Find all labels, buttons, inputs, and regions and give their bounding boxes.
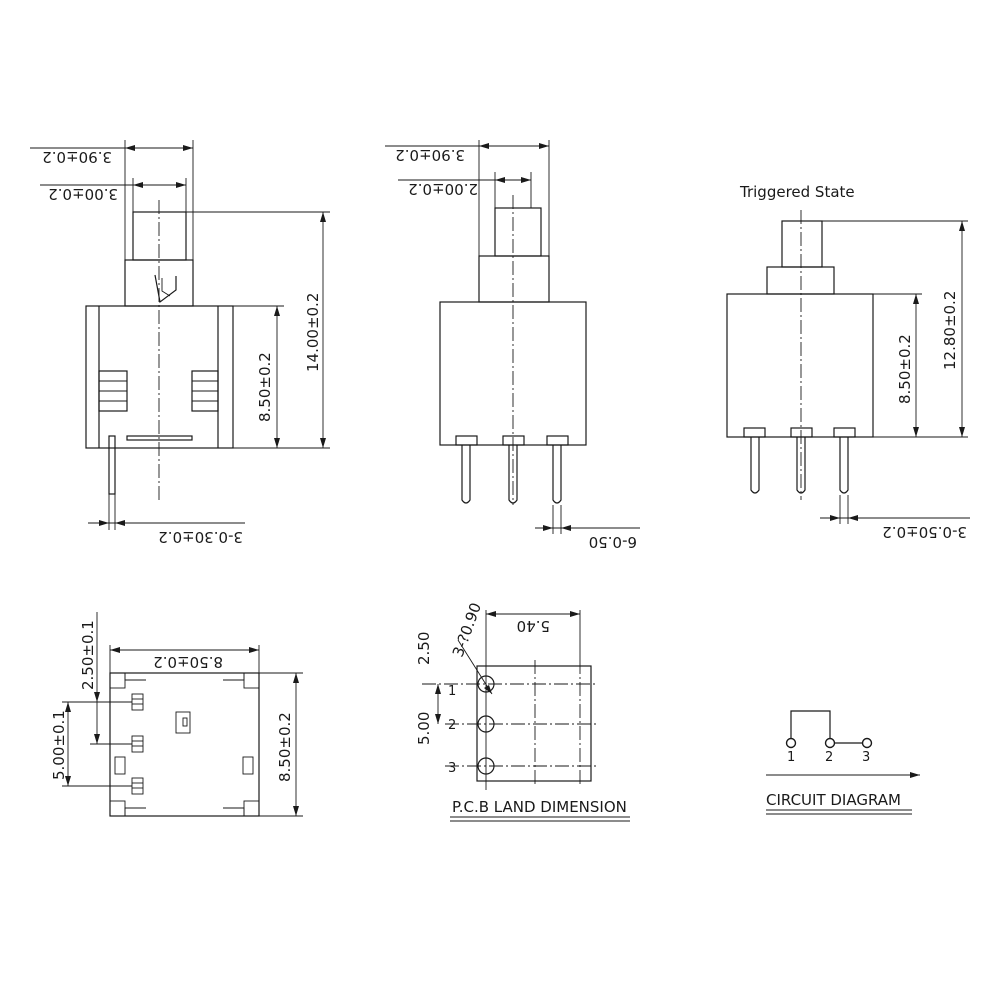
circuit-pin-label-3: 3	[862, 750, 870, 765]
pcb-land-dimension-title: P.C.B LAND DIMENSION	[452, 798, 627, 816]
dimension-triggered-body-height: 8.50±0.2	[873, 293, 922, 437]
dimension-label: 3.90±0.2	[42, 148, 112, 166]
pcb-land-dimension: 1 2 3 5.40 3-?0.90 2.50 5.00 P.C.B LAND …	[415, 600, 630, 822]
circuit-terminal-1	[785, 737, 797, 749]
dimension-label: 8.50±0.2	[153, 653, 223, 671]
dimension-plunger-inner-width-left: 3.00±0.2	[40, 178, 187, 212]
circuit-pin-label-1: 1	[787, 750, 795, 765]
dimension-body-height-left: 8.50±0.2	[233, 305, 284, 448]
pcb-pin-label-2: 2	[448, 718, 456, 733]
front-view-pins	[455, 435, 569, 504]
dimension-label: 3-0.50±0.2	[882, 523, 967, 541]
dimension-label: 5.00±0.1	[50, 710, 68, 780]
dimension-pcb-hole: 3-?0.90	[449, 600, 493, 695]
pcb-holes	[477, 675, 495, 775]
dimension-label: 14.00±0.2	[304, 293, 322, 372]
circuit-diagram: 1 2 3 CIRCUIT DIAGRAM	[766, 710, 920, 815]
pcb-pin-label-1: 1	[448, 684, 456, 699]
dimension-bottom-depth: 8.50±0.2	[259, 672, 303, 817]
dimension-bottom-pitch: 5.00±0.1	[50, 701, 132, 787]
front-view: 3.90±0.2 2.00±0.2 6-0.50	[385, 140, 640, 551]
dimension-label: 8.50±0.2	[896, 334, 914, 404]
front-view-plunger	[478, 207, 550, 303]
dimension-pin-width-mid: 6-0.50	[535, 505, 640, 551]
circuit-pin-label-2: 2	[825, 750, 833, 765]
dimension-bottom-width: 8.50±0.2	[109, 645, 260, 673]
dimension-label: 3-?0.90	[449, 600, 485, 659]
circuit-diagram-title: CIRCUIT DIAGRAM	[766, 791, 901, 809]
dimension-label: 12.80±0.2	[941, 291, 959, 370]
dimension-label: 8.50±0.2	[256, 352, 274, 422]
triggered-view-plunger	[766, 220, 835, 295]
dimension-pcb-width: 5.40	[485, 610, 581, 660]
side-view-body	[85, 305, 234, 495]
triggered-view-body	[726, 293, 874, 438]
circuit-terminal-3	[861, 737, 873, 749]
dimension-label: 5.00	[415, 712, 433, 745]
bottom-view-corner-notches	[109, 672, 260, 817]
dimension-label: 8.50±0.2	[276, 712, 294, 782]
dimension-plunger-inner-width-mid: 2.00±0.2	[398, 172, 532, 208]
dimension-pcb-offset: 2.50	[415, 632, 433, 665]
dimension-total-height: 14.00±0.2	[186, 211, 330, 449]
dimension-label: 3-0.30±0.2	[158, 528, 243, 546]
dimension-triggered-total-height: 12.80±0.2	[822, 220, 968, 438]
dimension-bottom-height: 2.50±0.1	[79, 612, 132, 745]
side-view: 3.90±0.2 3.00±0.2 14.00±0.2 8.50±0.2	[30, 140, 330, 546]
dimension-label: 3.00±0.2	[48, 185, 118, 203]
dimension-plunger-width-left: 3.90±0.2	[30, 140, 194, 260]
triggered-state-title: Triggered State	[739, 183, 855, 201]
triggered-view: Triggered State 12.80±0.2	[726, 183, 970, 541]
triggered-view-pins	[743, 427, 856, 494]
dimension-pin-width-right: 3-0.50±0.2	[820, 495, 970, 541]
dimension-label: 5.40	[517, 617, 550, 635]
pcb-pin-label-3: 3	[448, 761, 456, 776]
bottom-view-pads	[114, 693, 254, 795]
dimension-label: 6-0.50	[589, 533, 637, 551]
dimension-plunger-width-mid: 3.90±0.2	[385, 140, 550, 256]
circuit-terminal-2	[824, 737, 836, 749]
dimension-pin-width-left: 3-0.30±0.2	[88, 494, 245, 546]
dimension-label: 2.50	[415, 632, 433, 665]
dimension-label: 3.90±0.2	[395, 146, 465, 164]
dimension-label: 2.50±0.1	[79, 620, 97, 690]
bottom-view: 8.50±0.2 2.50±0.1 5.00±0.1 8.50±0.2	[50, 612, 303, 817]
dimension-label: 2.00±0.2	[408, 180, 478, 198]
dimension-pcb-pitch: 5.00	[415, 684, 441, 745]
